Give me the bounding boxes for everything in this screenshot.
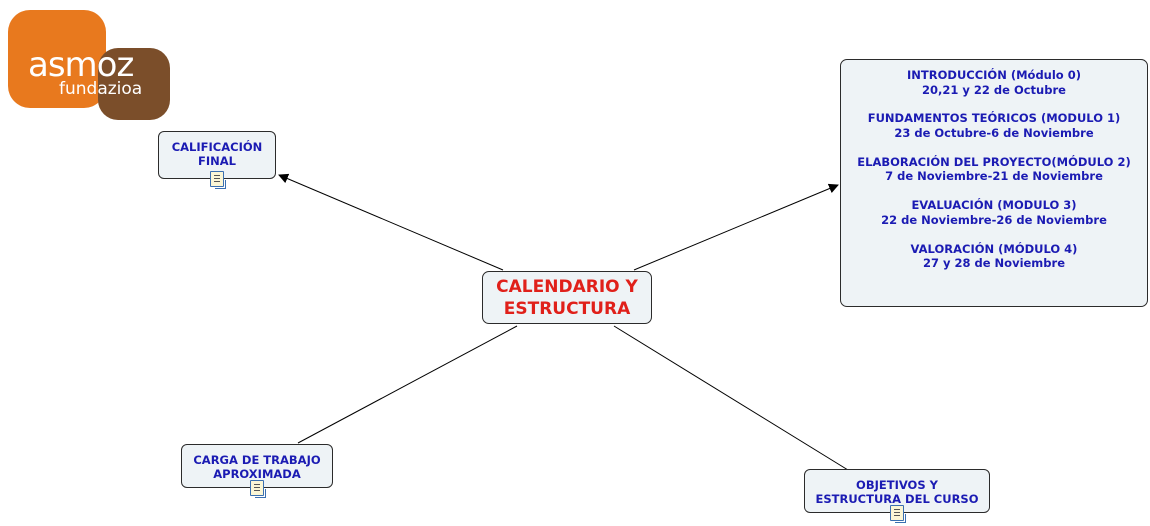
central-concept-line2: ESTRUCTURA [503, 299, 631, 319]
module-dates: 22 de Noviembre-26 de Noviembre [881, 212, 1107, 227]
module-title: INTRODUCCIÓN (Módulo 0) [907, 68, 1081, 82]
link-to-objetivos [613, 325, 849, 471]
module-title: ELABORACIÓN DEL PROYECTO(MÓDULO 2) [857, 154, 1131, 169]
document-icon[interactable] [890, 505, 906, 523]
link-to-modules [633, 183, 839, 271]
central-concept-node[interactable]: CALENDARIO Y ESTRUCTURA [482, 271, 652, 324]
module-dates: 23 de Octubre-6 de Noviembre [894, 125, 1094, 140]
document-icon[interactable] [250, 480, 266, 498]
modules-calendar-box[interactable]: INTRODUCCIÓN (Módulo 0) 20,21 y 22 de Oc… [840, 59, 1148, 307]
node-carga-label: CARGA DE TRABAJO APROXIMADA [193, 453, 321, 481]
module-title: FUNDAMENTOS TEÓRICOS (MODULO 1) [867, 111, 1121, 126]
module-item: FUNDAMENTOS TEÓRICOS (MODULO 1) 23 de Oc… [841, 111, 1147, 140]
node-calificacion-label: CALIFICACIÓN FINAL [171, 140, 263, 168]
module-dates: 7 de Noviembre-21 de Noviembre [885, 169, 1103, 184]
module-title: EVALUACIÓN (MODULO 3) [911, 198, 1077, 213]
link-to-carga [297, 325, 518, 444]
module-item: VALORACIÓN (MÓDULO 4) 27 y 28 de Noviemb… [841, 242, 1147, 271]
module-item: ELABORACIÓN DEL PROYECTO(MÓDULO 2) 7 de … [841, 155, 1147, 184]
module-item: EVALUACIÓN (MODULO 3) 22 de Noviembre-26… [841, 198, 1147, 227]
link-to-calificacion [278, 173, 504, 271]
node-objetivos-label: OBJETIVOS Y ESTRUCTURA DEL CURSO [815, 478, 979, 506]
module-title: VALORACIÓN (MÓDULO 4) [910, 241, 1078, 256]
asmoz-logo: asmoz fundazioa [8, 8, 178, 126]
module-item: INTRODUCCIÓN (Módulo 0) 20,21 y 22 de Oc… [841, 68, 1147, 97]
document-icon[interactable] [210, 171, 226, 189]
logo-subtitle: fundazioa [59, 79, 143, 99]
node-objetivos-estructura[interactable]: OBJETIVOS Y ESTRUCTURA DEL CURSO [804, 469, 990, 513]
logo-wordmark: asmoz [28, 45, 134, 85]
logo-orange-square [8, 10, 106, 108]
logo-brown-square [98, 48, 170, 120]
module-dates: 20,21 y 22 de Octubre [922, 82, 1066, 97]
module-dates: 27 y 28 de Noviembre [923, 256, 1065, 271]
central-concept-line1: CALENDARIO Y [496, 277, 638, 297]
